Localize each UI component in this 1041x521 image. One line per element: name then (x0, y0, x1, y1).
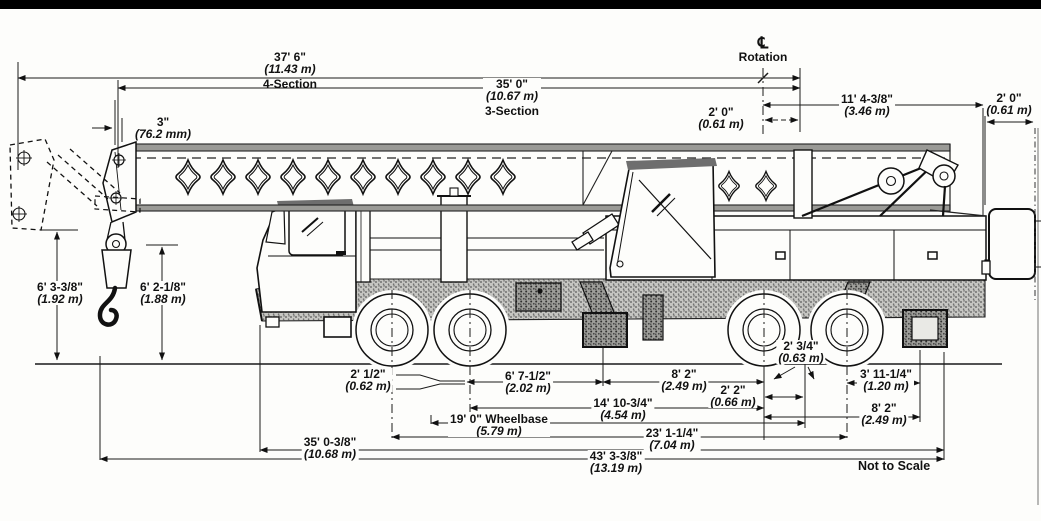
label-rotation-to-bogie: 2' 2" (0.66 m) (708, 383, 758, 409)
label-rear-axle-spacing: 2' 3/4" (0.63 m) (776, 339, 826, 365)
label-chassis-length: 35' 0-3/8" (10.68 m) (301, 435, 359, 461)
label-outrigger-to-rotation: 8' 2" (2.49 m) (659, 367, 709, 393)
hook-block (97, 221, 132, 327)
operator-cab-roof (626, 158, 717, 170)
headache-rack (355, 207, 371, 283)
toolbox (515, 282, 562, 312)
boom-head (102, 140, 137, 224)
front-foot (265, 316, 280, 328)
label-axle2-to-rotation: 14' 10-3/4" (4.54 m) (591, 396, 655, 422)
telescopic-boom (125, 143, 987, 217)
hook (97, 285, 119, 327)
gantry-mast (793, 149, 813, 219)
deck-latch (775, 251, 786, 260)
operator-cab (609, 158, 717, 278)
deck-latch (927, 251, 938, 260)
label-axle-to-outrigger: 6' 7-1/2" (2.02 m) (503, 369, 553, 395)
label-boom-tip-height: 6' 3-3/8" (1.92 m) (35, 280, 85, 306)
counterweight (981, 128, 1041, 300)
label-wheelbase: 19' 0" Wheelbase (5.79 m) (448, 412, 550, 438)
not-to-scale-note: Not to Scale (858, 459, 931, 473)
gantry (793, 149, 959, 219)
label-tail-swing: 11' 4-3/8" (3.46 m) (839, 92, 895, 118)
label-boom-tip-offset: 3" (76.2 mm) (134, 115, 192, 141)
cab-window-frame (638, 179, 712, 260)
front-outrigger (579, 281, 628, 348)
door-handle (336, 251, 346, 255)
truck-cab (256, 199, 371, 313)
label-front-overhang: 2' 1/2" (0.62 m) (343, 367, 393, 393)
front-step-box (323, 316, 352, 338)
label-boom-4-section: 37' 6" (11.43 m) 4-Section (262, 50, 318, 91)
boom-rest-pedestal (437, 187, 471, 283)
top-border (0, 0, 1041, 9)
label-hook-height: 6' 2-1/8" (1.88 m) (138, 280, 188, 306)
centerlines (391, 68, 848, 442)
side-window (288, 206, 346, 256)
label-rotation-offset: 2' 0" (0.61 m) (696, 105, 746, 131)
mid-outrigger-jack (642, 294, 664, 341)
centerline-symbol: ℄ (757, 35, 769, 52)
label-overall-length: 43' 3-3/8" (13.19 m) (587, 449, 645, 475)
label-axle-to-rear-outrigger: 3' 11-1/4" (1.20 m) (858, 367, 914, 393)
label-rotation-to-rear-outrigger: 8' 2" (2.49 m) (859, 401, 909, 427)
windshield (265, 207, 286, 245)
stowed-jib (9, 138, 141, 231)
label-rotation-centerline: ℄ Rotation (738, 35, 788, 64)
flatbed (370, 237, 604, 251)
boom-top-chord (135, 143, 951, 152)
label-boom-3-section: 35' 0" (10.67 m) 3-Section (482, 77, 542, 118)
label-axle1-to-axle4: 23' 1-1/4" (7.04 m) (643, 426, 701, 452)
label-counterweight-width: 2' 0" (0.61 m) (984, 91, 1034, 117)
